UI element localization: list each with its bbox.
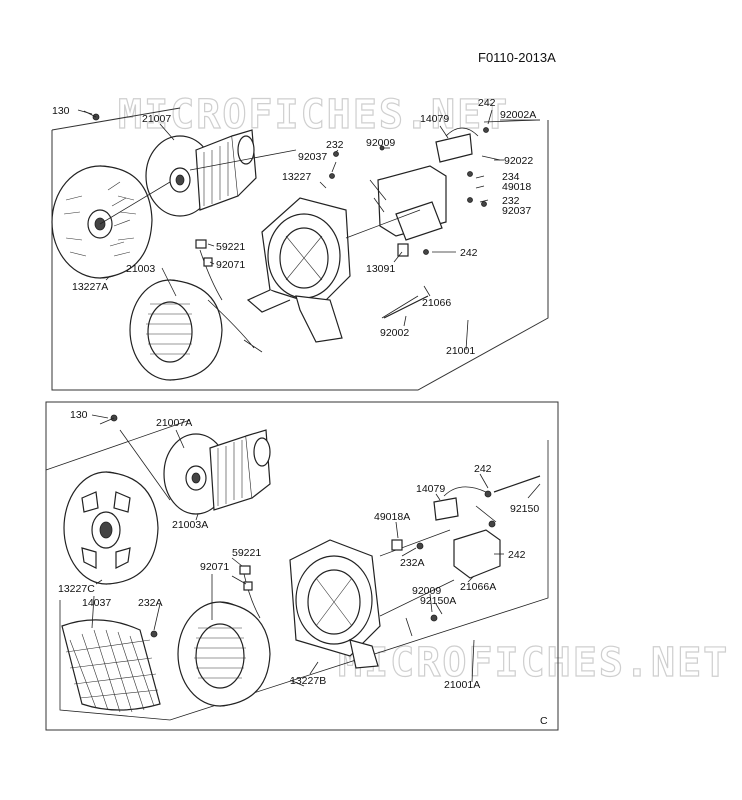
- label-14079-lower: 14079: [416, 483, 445, 495]
- label-92002: 92002: [380, 327, 409, 339]
- label-21007: 21007: [142, 113, 171, 125]
- label-92071-lower: 92071: [200, 561, 229, 573]
- label-232a-left: 232A: [138, 597, 163, 609]
- label-130: 130: [52, 105, 70, 117]
- upper-leaders: [77, 109, 540, 351]
- label-242-mid: 242: [460, 247, 478, 259]
- label-92150a: 92150A: [420, 595, 456, 607]
- label-21003: 21003: [126, 263, 155, 275]
- watermark-bottom: MICROFICHES.NET: [338, 640, 729, 686]
- watermark-top: MICROFICHES.NET: [118, 92, 509, 138]
- label-49018: 49018: [502, 181, 531, 193]
- upper-labels: 130 21007 13227A 21003 59221 92071 232 9…: [52, 97, 536, 357]
- label-13227c: 13227C: [58, 583, 95, 595]
- lower-assembly: 130 21007A 21003A 13227C 14037 232A 5922…: [45, 401, 559, 731]
- lower-fasteners: [99, 414, 171, 501]
- lower-regulator: [379, 475, 541, 637]
- label-21066a: 21066A: [460, 581, 496, 593]
- label-92002a: 92002A: [500, 109, 536, 121]
- corner-mark: C: [540, 715, 548, 727]
- upper-assembly: 130 21007 13227A 21003 59221 92071 232 9…: [51, 97, 549, 391]
- label-21001: 21001: [446, 345, 475, 357]
- label-92009-lower: 92009: [412, 585, 441, 597]
- lower-stator: [177, 565, 305, 707]
- label-92150: 92150: [510, 503, 539, 515]
- label-232-right: 232: [502, 195, 520, 207]
- label-59221-lower: 59221: [232, 547, 261, 559]
- lower-rotor: [163, 429, 271, 515]
- label-21003a: 21003A: [172, 519, 208, 531]
- upper-stator: [129, 239, 263, 381]
- upper-end-cover: [51, 165, 153, 279]
- lower-fan-cover: [61, 619, 161, 713]
- label-49018a: 49018A: [374, 511, 410, 523]
- lower-leaders: [91, 414, 541, 683]
- label-92037-right: 92037: [502, 205, 531, 217]
- label-13227: 13227: [282, 171, 311, 183]
- label-14079: 14079: [420, 113, 449, 125]
- label-92009: 92009: [366, 137, 395, 149]
- upper-housing: [246, 197, 351, 343]
- diagram-code: F0110-2013A: [478, 50, 556, 65]
- upper-frame: [51, 120, 549, 391]
- label-13227b: 13227B: [290, 675, 326, 687]
- label-21066: 21066: [422, 297, 451, 309]
- label-92071: 92071: [216, 259, 245, 271]
- label-21007a: 21007A: [156, 417, 192, 429]
- label-92022: 92022: [504, 155, 533, 167]
- upper-regulator: [345, 119, 541, 319]
- label-232: 232: [326, 139, 344, 151]
- label-130-lower: 130: [70, 409, 88, 421]
- label-13227a: 13227A: [72, 281, 108, 293]
- label-59221: 59221: [216, 241, 245, 253]
- label-234: 234: [502, 171, 520, 183]
- label-21001a: 21001A: [444, 679, 480, 691]
- label-242-lower-right: 242: [508, 549, 526, 561]
- label-92037: 92037: [298, 151, 327, 163]
- label-13091: 13091: [366, 263, 395, 275]
- upper-rotor: [99, 129, 297, 225]
- lower-frame: [45, 401, 559, 731]
- lower-housing: [289, 539, 381, 669]
- lower-labels: 130 21007A 21003A 13227C 14037 232A 5922…: [58, 409, 548, 727]
- label-232a-right: 232A: [400, 557, 425, 569]
- label-242-top: 242: [478, 97, 496, 109]
- upper-fasteners: [83, 110, 489, 255]
- label-242-lower-top: 242: [474, 463, 492, 475]
- label-14037: 14037: [82, 597, 111, 609]
- lower-end-cover: [63, 471, 159, 585]
